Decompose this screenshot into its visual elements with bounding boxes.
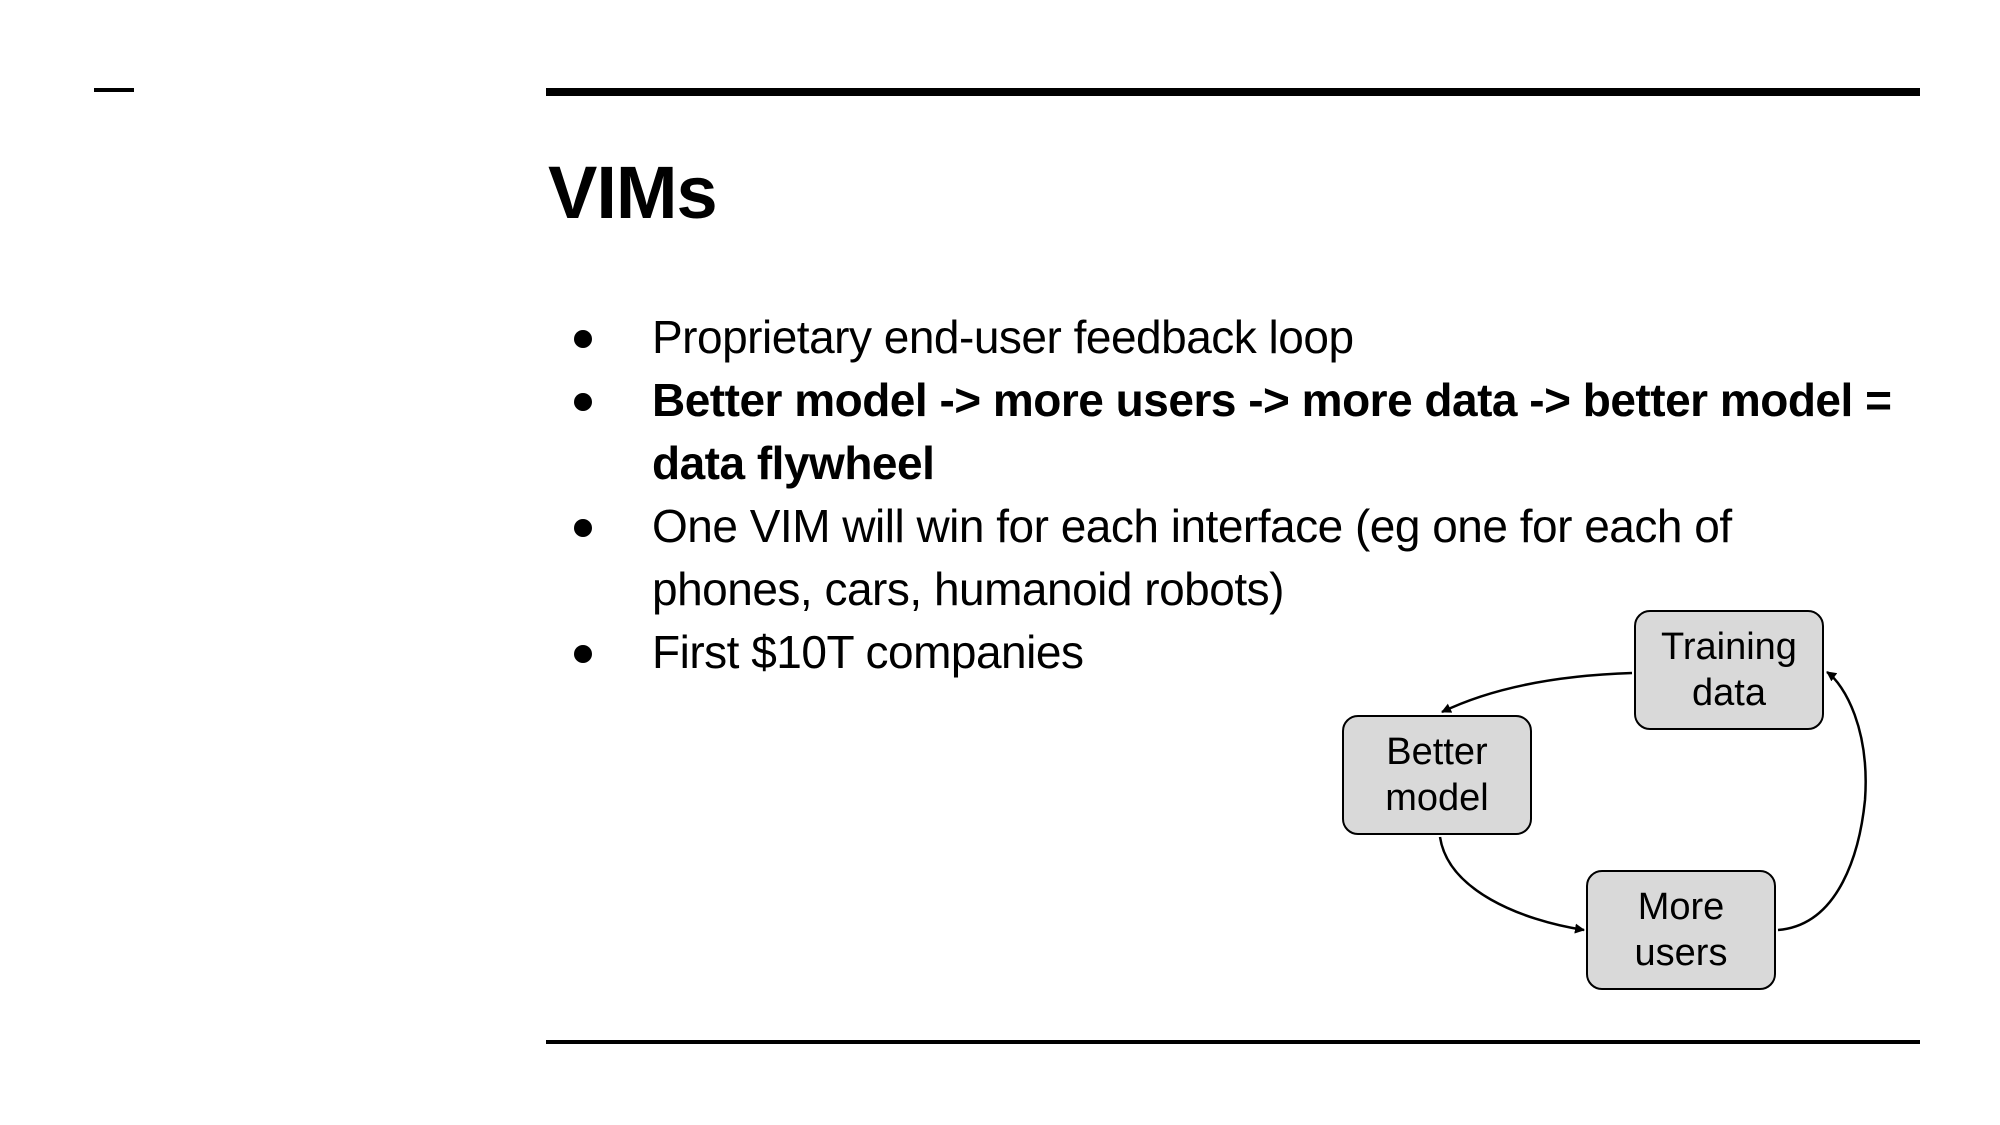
bullet-dot-icon: [574, 519, 592, 537]
node-label: data: [1692, 672, 1766, 714]
arrow-model-to-users: [1438, 836, 1585, 934]
arrow-training-to-model: [1441, 671, 1633, 714]
node-training-data: Training data: [1634, 610, 1824, 730]
bullet-dot-icon: [574, 330, 592, 348]
bullet-dot-icon: [574, 393, 592, 411]
bottom-rule: [546, 1040, 1920, 1044]
corner-dash: [94, 88, 134, 92]
bullet-item: Proprietary end-user feedback loop: [560, 306, 1900, 369]
bullet-item: First $10T companies: [560, 621, 1900, 684]
bullet-text: Proprietary end-user feedback loop: [652, 311, 1354, 363]
arrow-users-to-training: [1777, 670, 1867, 932]
node-more-users: More users: [1586, 870, 1776, 990]
bullet-list: Proprietary end-user feedback loop Bette…: [560, 306, 1900, 684]
node-label: Better: [1386, 731, 1488, 773]
node-label: users: [1634, 932, 1728, 974]
bullet-text: One VIM will win for each interface (eg …: [652, 500, 1732, 615]
node-label: model: [1385, 777, 1489, 819]
node-label: More: [1637, 886, 1725, 928]
top-rule: [546, 88, 1920, 96]
node-better-model: Better model: [1342, 715, 1532, 835]
bullet-item: Better model -> more users -> more data …: [560, 369, 1900, 495]
slide-title: VIMs: [548, 151, 718, 234]
bullet-item: One VIM will win for each interface (eg …: [560, 495, 1900, 621]
bullet-dot-icon: [574, 645, 592, 663]
bullet-text: Better model -> more users -> more data …: [652, 374, 1892, 489]
bullet-text: First $10T companies: [652, 626, 1084, 678]
flywheel-arrows: [1438, 670, 1867, 934]
node-label: Training: [1661, 626, 1797, 668]
flywheel-diagram: Training data Better model More users: [1330, 600, 1890, 1010]
